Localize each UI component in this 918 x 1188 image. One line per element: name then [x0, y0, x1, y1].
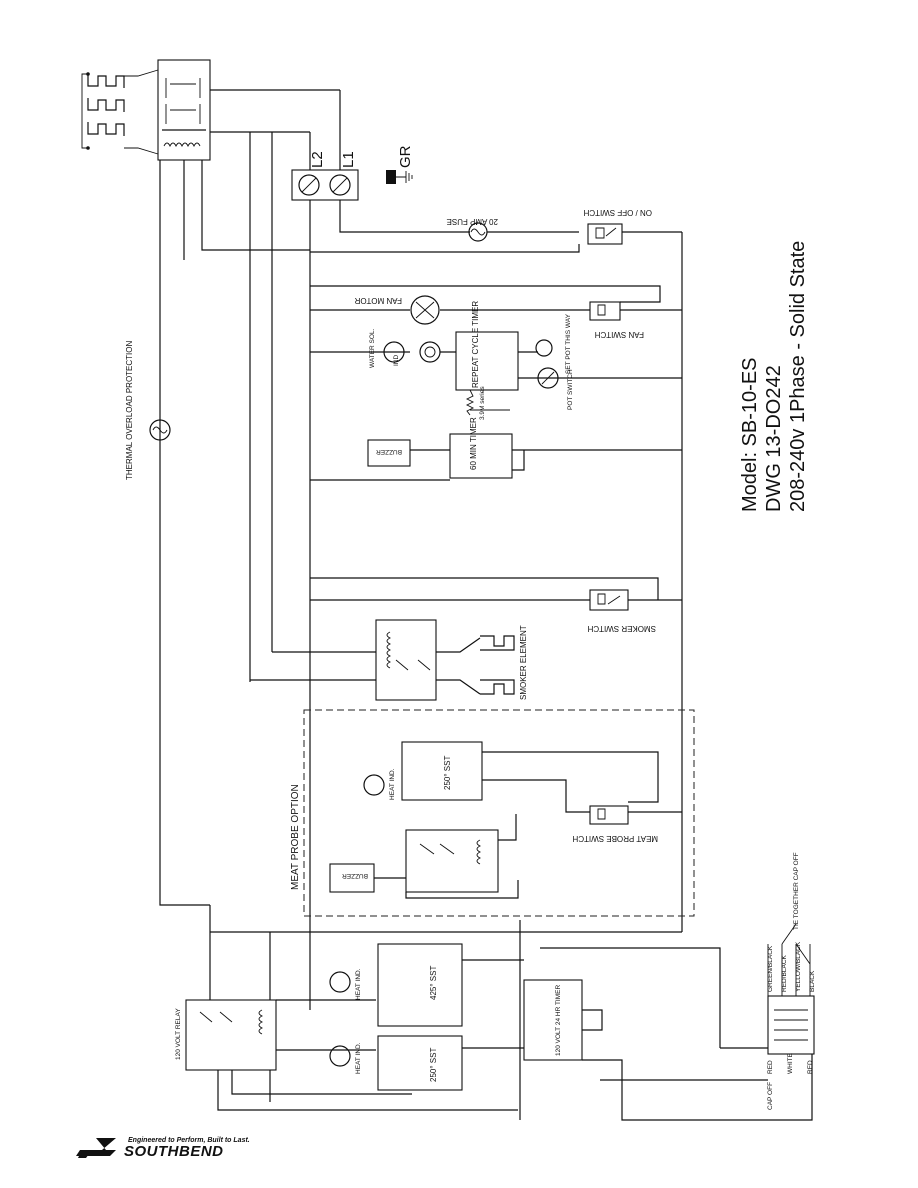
tie-together-label: TIE TOGETHER CAP OFF [793, 852, 800, 930]
fuse-label: 20 AMP FUSE [447, 217, 498, 226]
yellow-black-label: YELLOW/BLACK [795, 941, 802, 992]
timer60-label: 60 MIN TIMER [469, 417, 478, 470]
meat-probe-option: MEAT PROBE OPTION BUZZER 250° SST HEAT I… [290, 709, 695, 917]
timer-60-row: BUZZER 60 MIN TIMER [310, 417, 682, 481]
sst250-label-lower: 250° SST [429, 1048, 438, 1082]
red-label-a: RED [767, 1060, 774, 1074]
fan-motor-label: FAN MOTOR [354, 296, 402, 305]
red-black-label: RED/BLACK [781, 954, 788, 992]
spec-line: 208-240v 1Phase - Solid State [787, 241, 809, 512]
ground-label: GR [397, 145, 414, 168]
on-off-switch-label: ON / OFF SWITCH [583, 208, 652, 217]
fan-switch-label: FAN SWITCH [594, 330, 644, 339]
smoker-switch-label: SMOKER SWITCH [587, 624, 656, 633]
green-black-label: GREEN/BLACK [767, 945, 774, 992]
logo-tagline: Engineered to Perform, Built to Last. [128, 1137, 250, 1144]
heat-ind-label-upper: HEAT IND. [355, 968, 362, 1000]
timer24-label: 120 VOLT 24 HR TIMER [555, 985, 562, 1056]
sst250-label-probe: 250° SST [443, 756, 452, 790]
buzzer-label-top: BUZZER [376, 448, 402, 455]
heating-element-symbol [81, 69, 159, 155]
fuse-symbol: 20 AMP FUSE [447, 217, 579, 242]
heat-ind-label-probe: HEAT IND. [389, 768, 396, 800]
logo-brand: SOUTHBEND [124, 1143, 224, 1160]
black-label: BLACK [809, 970, 816, 992]
cap-off-label: CAP OFF [767, 1082, 774, 1110]
main-bus [159, 132, 683, 1005]
southbend-logo: Engineered to Perform, Built to Last. SO… [76, 1137, 250, 1160]
white-label: WHITE [787, 1052, 794, 1074]
repeat-timer-label: REPEAT CYCLE TIMER [471, 301, 480, 388]
resistor-label: 3.9M series [479, 386, 486, 420]
on-off-switch: ON / OFF SWITCH [310, 208, 682, 253]
heat-ind-label-lower: HEAT IND. [355, 1042, 362, 1074]
thermal-overload: THERMAL OVERLOAD PROTECTION [125, 341, 171, 481]
l1-terminal-label: L1 [340, 151, 357, 168]
lower-controls: 120 VOLT RELAY 425° SST 250° SST HEAT IN… [175, 852, 816, 1121]
l2-terminal-label: L2 [309, 151, 326, 168]
terminal-block: L2 L1 [291, 90, 359, 201]
ind-label: IND [393, 355, 400, 367]
red-label-b: RED [807, 1060, 814, 1074]
buzzer-label-probe: BUZZER [342, 872, 368, 879]
model-title: Model: SB-10-ES [739, 357, 761, 512]
contactor-block [157, 59, 340, 260]
smoker-element-label: SMOKER ELEMENT [519, 625, 528, 700]
ground-symbol: GR [386, 145, 414, 184]
fan-motor-row: FAN MOTOR FAN SWITCH [310, 285, 682, 339]
meat-probe-option-label: MEAT PROBE OPTION [290, 784, 301, 890]
sst425-label: 425° SST [429, 966, 438, 1000]
dwg-number: DWG 13-DO242 [763, 365, 785, 512]
relay-label: 120 VOLT RELAY [175, 1008, 182, 1060]
title-block: Model: SB-10-ES DWG 13-DO242 208-240v 1P… [739, 241, 809, 512]
set-pot-label: SET POT THIS WAY [565, 313, 572, 374]
thermal-overload-label: THERMAL OVERLOAD PROTECTION [125, 341, 134, 481]
smoker-circuit: SMOKER SWITCH SMOKER ELEMENT [250, 577, 682, 701]
pot-switch-label: POT SWITCH [567, 369, 574, 410]
meat-probe-switch-label: MEAT PROBE SWITCH [572, 834, 658, 843]
water-sol-label: WATER SOL. [369, 328, 376, 368]
repeat-cycle-timer: REPEAT CYCLE TIMER IND WATER SOL. SET PO… [310, 301, 682, 420]
